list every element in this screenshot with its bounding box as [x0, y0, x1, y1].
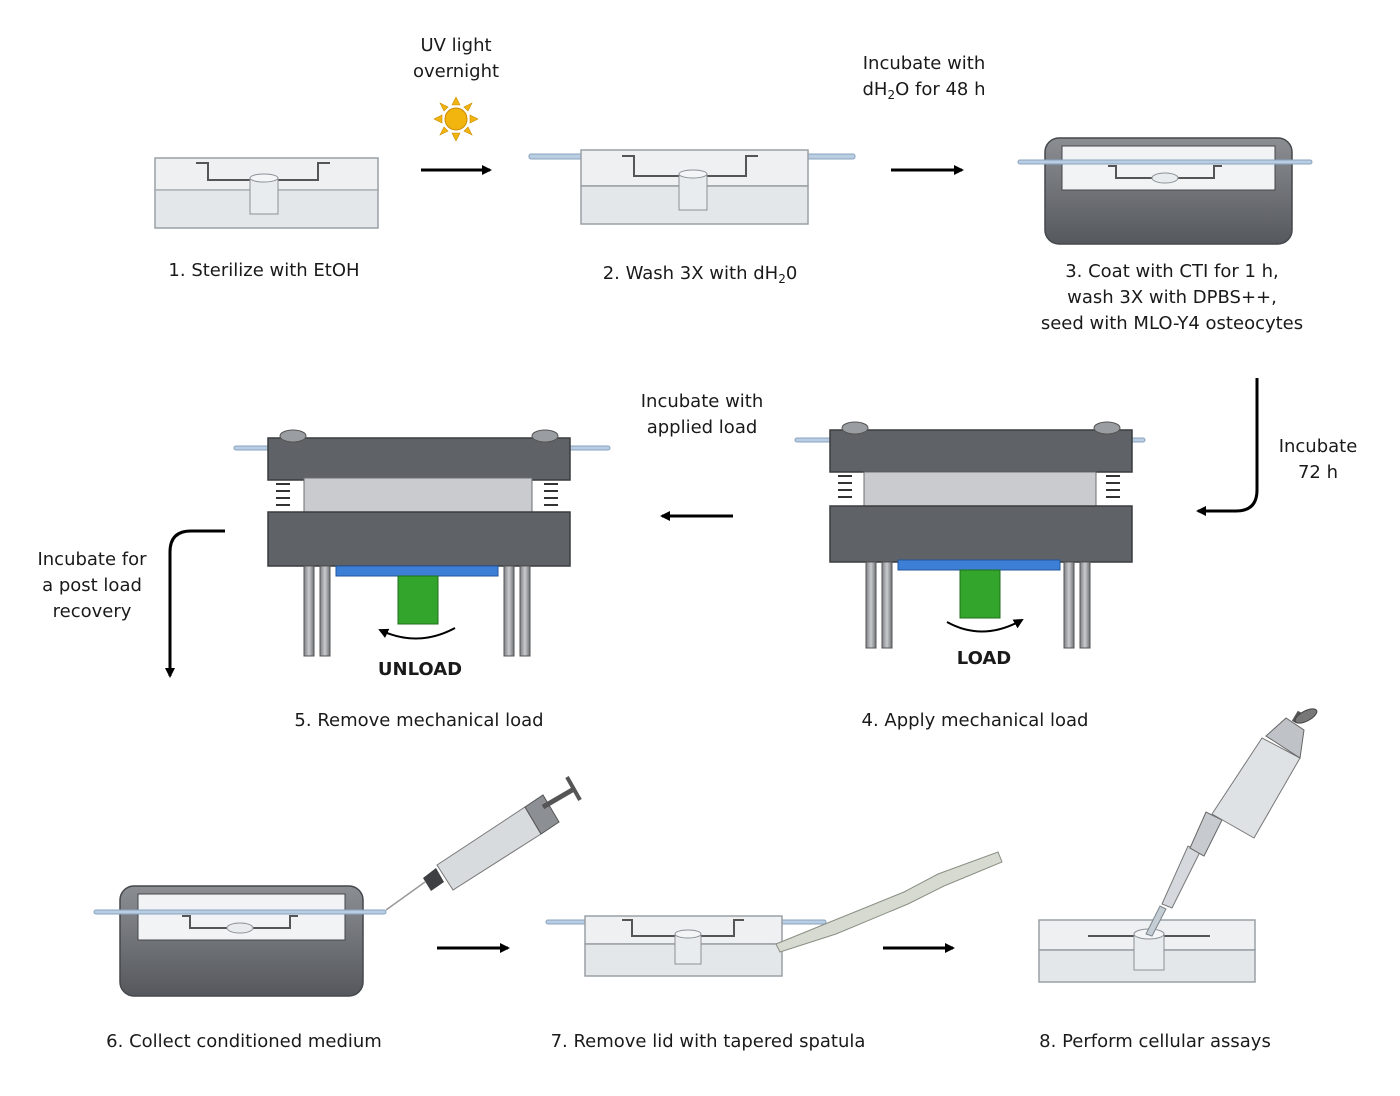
- chip-7: [545, 915, 827, 977]
- chip-3-framed: [1017, 137, 1313, 245]
- step-6-label: 6. Collect conditioned medium: [106, 1031, 382, 1052]
- step-4-label: 4. Apply mechanical load: [861, 710, 1089, 731]
- incubate-load-line1: Incubate with: [640, 391, 764, 412]
- chip-2: [528, 149, 856, 225]
- step-8-label: 8. Perform cellular assays: [1039, 1031, 1271, 1052]
- text-part: O for 48 h: [895, 79, 986, 100]
- syringe-icon: [385, 776, 582, 911]
- pipette-icon: [1145, 708, 1318, 937]
- incubate-dh2o-line2: dH2O for 48 h: [846, 77, 1002, 103]
- incubate-72h-line1: Incubate: [1278, 436, 1358, 457]
- step-7-label: 7. Remove lid with tapered spatula: [550, 1031, 866, 1052]
- step-3-line3: seed with MLO-Y4 osteocytes: [1040, 313, 1304, 334]
- incubate-load-label: Incubate with applied load: [628, 389, 776, 441]
- text-part: dH: [862, 79, 888, 100]
- incubate-72h-line2: 72 h: [1297, 462, 1339, 483]
- chip-6-framed: [93, 885, 387, 997]
- text-part: 2. Wash 3X with dH: [602, 263, 779, 284]
- step-3-line1: 3. Coat with CTI for 1 h,: [1065, 261, 1279, 282]
- subscript: 2: [778, 272, 786, 286]
- incubate-recovery-line2: a post load: [42, 575, 142, 596]
- chip-8: [1038, 919, 1256, 983]
- step-3-line2: wash 3X with DPBS++,: [1067, 287, 1277, 308]
- loading-device-unload: [233, 429, 611, 657]
- arrow-5-6: [165, 529, 225, 678]
- incubate-recovery-label: Incubate for a post load recovery: [30, 547, 154, 625]
- step-1-label: 1. Sterilize with EtOH: [168, 260, 360, 281]
- incubate-load-line2: applied load: [646, 417, 758, 438]
- unload-label: UNLOAD: [377, 659, 463, 680]
- incubate-dh2o-line1: Incubate with: [862, 53, 986, 74]
- uv-label-line1: UV light: [420, 35, 492, 56]
- step-5-label: 5. Remove mechanical load: [294, 710, 544, 731]
- subscript: 2: [887, 88, 896, 102]
- sun-icon: [433, 96, 479, 142]
- uv-label-line2: overnight: [412, 61, 500, 82]
- chip-1: [154, 157, 379, 229]
- incubate-dh2o-label: Incubate with dH2O for 48 h: [846, 51, 1002, 103]
- text-part: 0: [785, 263, 798, 284]
- step-3-label: 3. Coat with CTI for 1 h, wash 3X with D…: [1030, 259, 1314, 337]
- incubate-72h-label: Incubate 72 h: [1270, 434, 1366, 486]
- uv-light-label: UV light overnight: [400, 33, 512, 85]
- incubate-recovery-line3: recovery: [52, 601, 132, 622]
- loading-device-load: [794, 421, 1146, 649]
- spatula-icon: [775, 851, 1003, 953]
- load-label: LOAD: [956, 648, 1012, 669]
- step-2-label: 2. Wash 3X with dH20: [582, 261, 818, 287]
- incubate-recovery-line1: Incubate for: [37, 549, 147, 570]
- arrow-3-4: [1196, 378, 1259, 516]
